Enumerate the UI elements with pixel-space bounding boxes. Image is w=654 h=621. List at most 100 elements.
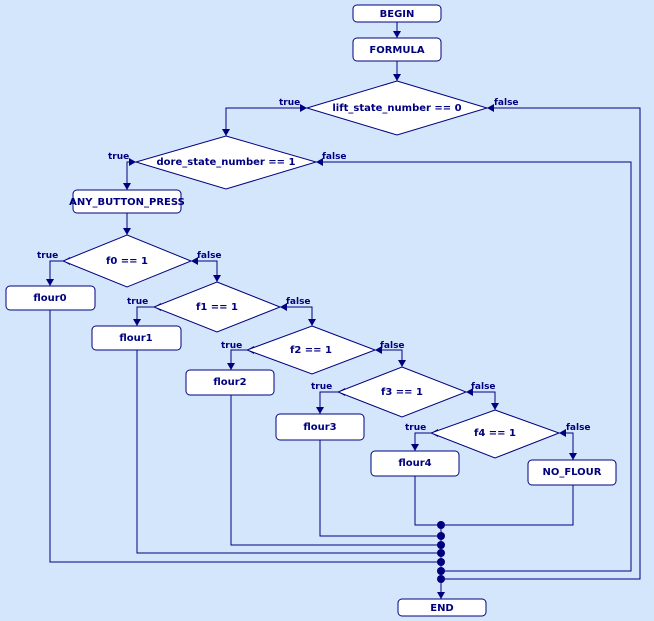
node-flour2-label: flour2 <box>213 377 246 388</box>
node-f3-condition-label: f3 == 1 <box>381 387 423 398</box>
arrowhead-f4-false-out <box>559 429 566 437</box>
node-flour1-shape <box>91 325 182 351</box>
node-formula-label: FORMULA <box>369 45 424 56</box>
node-lift-condition-label: lift_state_number == 0 <box>332 103 461 114</box>
edge-f1-false <box>280 306 313 326</box>
node-begin-label: BEGIN <box>380 9 415 20</box>
arrowhead-f2-false-out <box>375 346 382 354</box>
arrowhead-lift-false-out <box>487 104 494 112</box>
node-lift-condition-shape <box>305 80 489 136</box>
node-no-flour-shape <box>527 459 617 486</box>
arrowhead-lift-cond <box>393 74 401 81</box>
edge-f1-true <box>136 306 154 326</box>
arrowhead-flour0 <box>46 279 54 286</box>
arrowhead-any-button <box>123 183 131 190</box>
node-no-flour-label: NO_FLOUR <box>542 467 601 478</box>
node-f1-condition[interactable]: f1 == 1 <box>152 281 282 333</box>
junction-dot <box>437 541 445 549</box>
branch-label-f3-false: false <box>471 382 496 392</box>
arrowhead-flour2 <box>227 363 235 370</box>
merge-junctions <box>437 521 445 583</box>
arrowhead-flour3 <box>316 407 324 414</box>
node-flour4-label: flour4 <box>398 458 431 469</box>
branch-label-f4-true: true <box>405 423 426 433</box>
edge-flour1-merge <box>136 350 441 554</box>
node-dore-condition[interactable]: dore_state_number == 1 <box>134 135 318 190</box>
node-f2-condition-shape <box>245 325 377 375</box>
branch-label-lift-false: false <box>494 98 519 108</box>
node-f0-condition[interactable]: f0 == 1 <box>61 234 193 288</box>
node-flour1[interactable]: flour1 <box>91 325 182 351</box>
node-formula[interactable]: FORMULA <box>352 37 442 62</box>
junction-dot <box>437 558 445 566</box>
node-end-shape <box>397 598 487 617</box>
node-begin[interactable]: BEGIN <box>352 4 442 23</box>
arrowhead-f0 <box>123 228 131 235</box>
junction-dot <box>437 575 445 583</box>
node-flour0-label: flour0 <box>33 293 66 304</box>
branch-label-f0-true: true <box>37 251 58 261</box>
node-flour4-shape <box>370 450 460 477</box>
junction-dot <box>437 521 445 529</box>
node-flour2-shape <box>185 369 275 396</box>
node-formula-shape <box>352 37 442 62</box>
flowchart-edges <box>46 22 641 599</box>
edge-flour0-merge <box>49 310 441 563</box>
arrowhead-flour1 <box>133 319 141 326</box>
arrowhead-dore-true-out <box>129 158 136 166</box>
node-dore-condition-label: dore_state_number == 1 <box>157 157 296 168</box>
edge-f2-false <box>375 349 403 367</box>
arrowhead-f0-false-out <box>191 257 198 265</box>
edge-flour2-merge <box>230 395 441 546</box>
node-end[interactable]: END <box>397 598 487 617</box>
arrowhead-lift-true-out <box>300 104 307 112</box>
node-flour3-label: flour3 <box>303 422 336 433</box>
arrowhead-f3-false-out <box>466 388 473 396</box>
node-flour3-shape <box>275 413 365 441</box>
arrowhead-formula <box>393 31 401 38</box>
edge-f3-false <box>466 391 496 410</box>
node-flour0[interactable]: flour0 <box>5 285 96 311</box>
arrowhead-dore-false-out <box>316 158 323 166</box>
edge-flour4-merge <box>414 476 441 526</box>
edge-f3-true <box>319 391 338 414</box>
node-flour1-label: flour1 <box>119 333 152 344</box>
branch-label-f1-false: false <box>286 297 311 307</box>
node-f3-condition[interactable]: f3 == 1 <box>336 366 468 418</box>
node-f2-condition-label: f2 == 1 <box>290 345 332 356</box>
edge-dore-false <box>316 161 632 572</box>
arrowhead-f2 <box>308 319 316 326</box>
arrowhead-end <box>437 592 445 599</box>
arrowhead-f4 <box>491 403 499 410</box>
arrowhead-dore-cond <box>222 129 230 136</box>
branch-label-f0-false: false <box>197 251 222 261</box>
node-f3-condition-shape <box>336 366 468 418</box>
node-flour4[interactable]: flour4 <box>370 450 460 477</box>
edge-no-flour-merge <box>441 485 574 526</box>
node-f0-condition-shape <box>61 234 193 288</box>
node-any-button-press-shape <box>72 189 182 214</box>
node-f4-condition[interactable]: f4 == 1 <box>429 409 561 459</box>
branch-label-f2-false: false <box>380 341 405 351</box>
arrowhead-f1-false-out <box>280 303 287 311</box>
edge-lift-true <box>225 107 307 136</box>
edge-f4-true <box>414 432 431 451</box>
node-f0-condition-label: f0 == 1 <box>106 256 148 267</box>
node-lift-condition[interactable]: lift_state_number == 0 <box>305 80 489 136</box>
node-any-button-press-label: ANY_BUTTON_PRESS <box>69 197 185 208</box>
node-no-flour[interactable]: NO_FLOUR <box>527 459 617 486</box>
edge-flour3-merge <box>319 440 441 537</box>
arrowhead-f1 <box>213 275 221 282</box>
junction-dot <box>437 532 445 540</box>
node-flour3[interactable]: flour3 <box>275 413 365 441</box>
node-flour2[interactable]: flour2 <box>185 369 275 396</box>
edge-f2-true <box>230 349 247 370</box>
arrowhead-no-flour <box>569 453 577 460</box>
branch-label-lift-true: true <box>279 98 300 108</box>
node-f1-condition-shape <box>152 281 282 333</box>
node-f2-condition[interactable]: f2 == 1 <box>245 325 377 375</box>
branch-label-f3-true: true <box>311 382 332 392</box>
junction-dot <box>437 549 445 557</box>
branch-label-f1-true: true <box>127 297 148 307</box>
node-any-button-press[interactable]: ANY_BUTTON_PRESS <box>69 189 185 214</box>
